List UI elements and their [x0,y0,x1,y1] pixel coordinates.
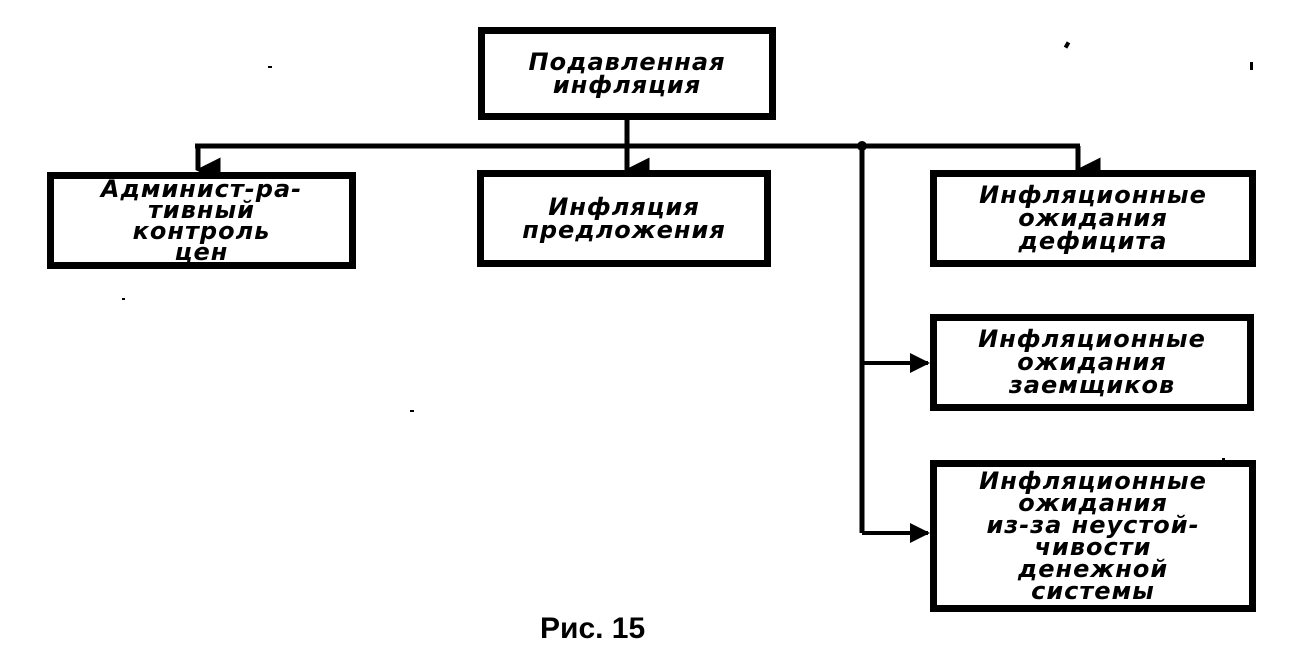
admin-control-line-2: тивный [147,195,255,224]
box-borrower-expectations: Инфляционные ожидания заемщиков [930,314,1254,411]
admin-control-line-1: Админист-ра- [100,174,303,203]
admin-control-line-3: контроль [132,216,271,245]
deficit-expectations-line-3: дефицита [1018,227,1168,255]
box-instability-expectations: Инфляционные ожидания из-за неустой- чив… [930,460,1256,612]
box-deficit-expectations: Инфляционные ожидания дефицита [930,170,1256,267]
root-line-2: инфляция [552,70,702,99]
scan-speck [268,66,272,68]
scan-speck [1250,62,1253,70]
scan-speck [1222,458,1225,461]
figure-caption: Рис. 15 [540,612,646,645]
deficit-expectations-line-1: Инфляционные [979,181,1207,209]
deficit-expectations-line-2: ожидания [1018,204,1168,232]
instability-expectations-line-3: из-за неустой- [986,511,1200,539]
borrower-expectations-line-3: заемщиков [1008,371,1176,399]
box-supply-inflation: Инфляция предложения [477,170,771,267]
scan-speck [410,410,414,412]
instability-expectations-line-2: ожидания [1018,489,1168,517]
supply-inflation-line-1: Инфляция [548,192,700,221]
box-admin-price-control: Админист-ра- тивный контроль цен [47,172,356,269]
instability-expectations-line-6: системы [1031,577,1155,605]
junction-dot [857,141,867,151]
borrower-expectations-line-1: Инфляционные [978,325,1206,353]
instability-expectations-line-1: Инфляционные [979,467,1207,495]
admin-control-line-4: цен [174,237,229,266]
scan-speck [122,298,125,300]
instability-expectations-line-4: чивости [1034,533,1152,561]
supply-inflation-line-2: предложения [522,215,726,244]
instability-expectations-line-5: денежной [1017,555,1169,583]
root-box-suppressed-inflation: Подавленная инфляция [478,27,776,120]
borrower-expectations-line-2: ожидания [1017,348,1167,376]
root-line-1: Подавленная [528,47,726,76]
